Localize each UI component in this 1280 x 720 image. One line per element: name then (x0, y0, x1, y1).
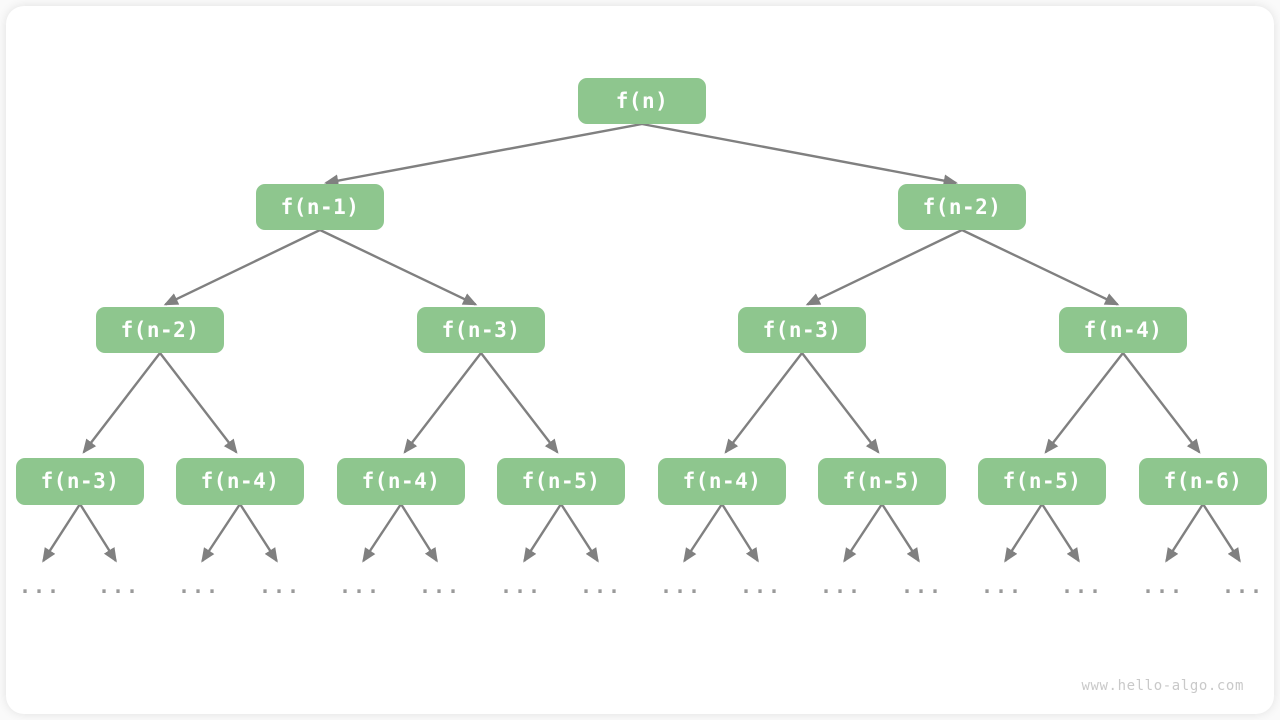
ellipsis-marker: ... (499, 574, 543, 598)
ellipsis-marker: ... (819, 574, 863, 598)
ellipsis-marker: ... (1141, 574, 1185, 598)
ellipsis-marker: ... (418, 574, 462, 598)
tree-node: f(n-6) (1139, 457, 1267, 505)
ellipsis-marker: ... (18, 574, 62, 598)
tree-node: f(n-3) (738, 307, 866, 353)
tree-node: f(n-5) (818, 457, 946, 505)
ellipsis-marker: ... (900, 574, 944, 598)
tree-node: f(n-4) (1059, 307, 1187, 353)
ellipsis-marker: ... (177, 574, 221, 598)
ellipsis-marker: ... (579, 574, 623, 598)
tree-node: f(n-2) (898, 184, 1026, 230)
tree-node: f(n-4) (658, 457, 786, 505)
watermark: www.hello-algo.com (1081, 678, 1244, 694)
ellipsis-marker: ... (1221, 574, 1265, 598)
ellipsis-marker: ... (338, 574, 382, 598)
tree-node: f(n-3) (417, 307, 545, 353)
ellipsis-marker: ... (258, 574, 302, 598)
tree-node: f(n-4) (337, 457, 465, 505)
ellipsis-marker: ... (659, 574, 703, 598)
tree-node: f(n-2) (96, 307, 224, 353)
tree-node: f(n-4) (176, 457, 304, 505)
ellipsis-marker: ... (739, 574, 783, 598)
tree-node: f(n) (578, 78, 706, 124)
tree-node: f(n-5) (497, 457, 625, 505)
tree-node: f(n-5) (978, 457, 1106, 505)
tree-node: f(n-3) (16, 457, 144, 505)
ellipsis-marker: ... (1060, 574, 1104, 598)
ellipsis-marker: ... (980, 574, 1024, 598)
ellipsis-marker: ... (97, 574, 141, 598)
tree-node: f(n-1) (256, 184, 384, 230)
